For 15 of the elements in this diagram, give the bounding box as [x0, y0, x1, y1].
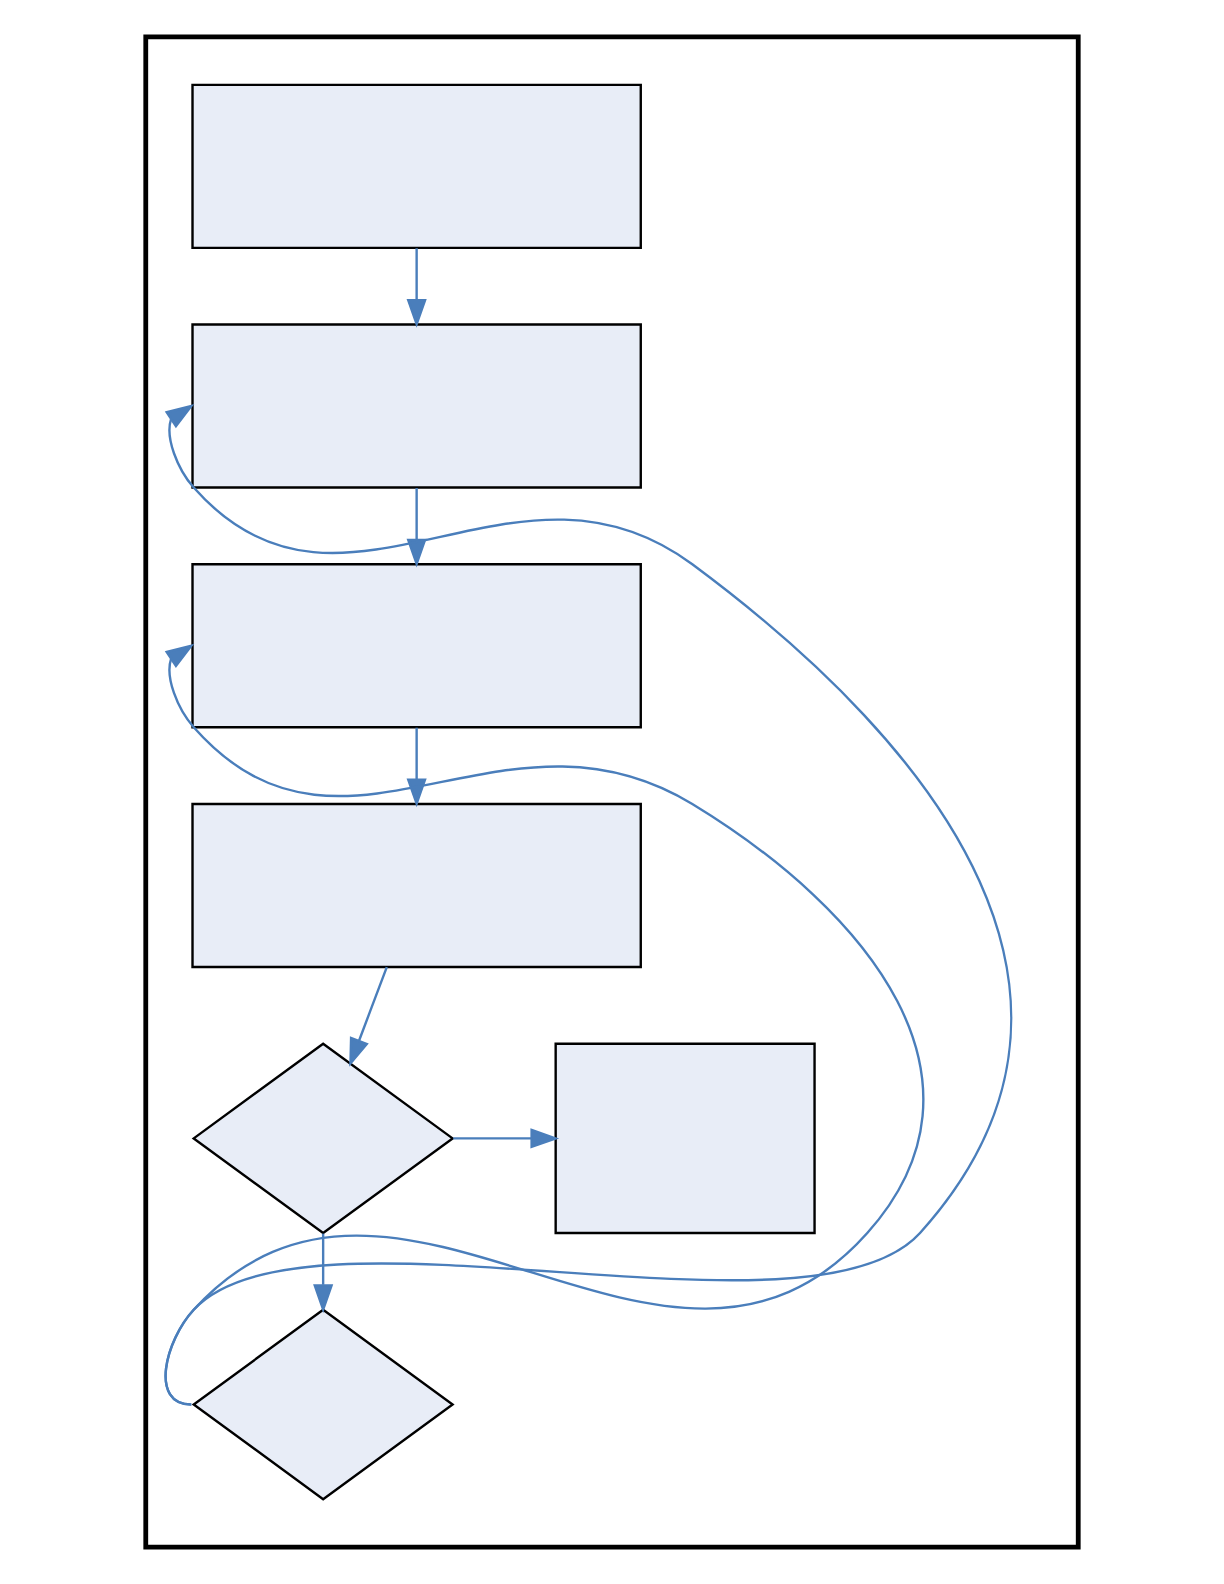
node-box [554, 1042, 816, 1235]
node-box [191, 802, 642, 969]
node-diamond [191, 1042, 455, 1235]
node-box [191, 83, 642, 250]
node-box [191, 563, 642, 729]
arrow [349, 966, 388, 1067]
node-diamond [191, 1308, 455, 1501]
node-box [191, 323, 642, 489]
arrow [453, 1128, 560, 1149]
arrow [164, 404, 1011, 1406]
arrow [406, 727, 427, 808]
cluster [143, 34, 1081, 1550]
arrow [313, 1233, 334, 1314]
arrow [406, 248, 427, 328]
arrow [164, 643, 924, 1406]
